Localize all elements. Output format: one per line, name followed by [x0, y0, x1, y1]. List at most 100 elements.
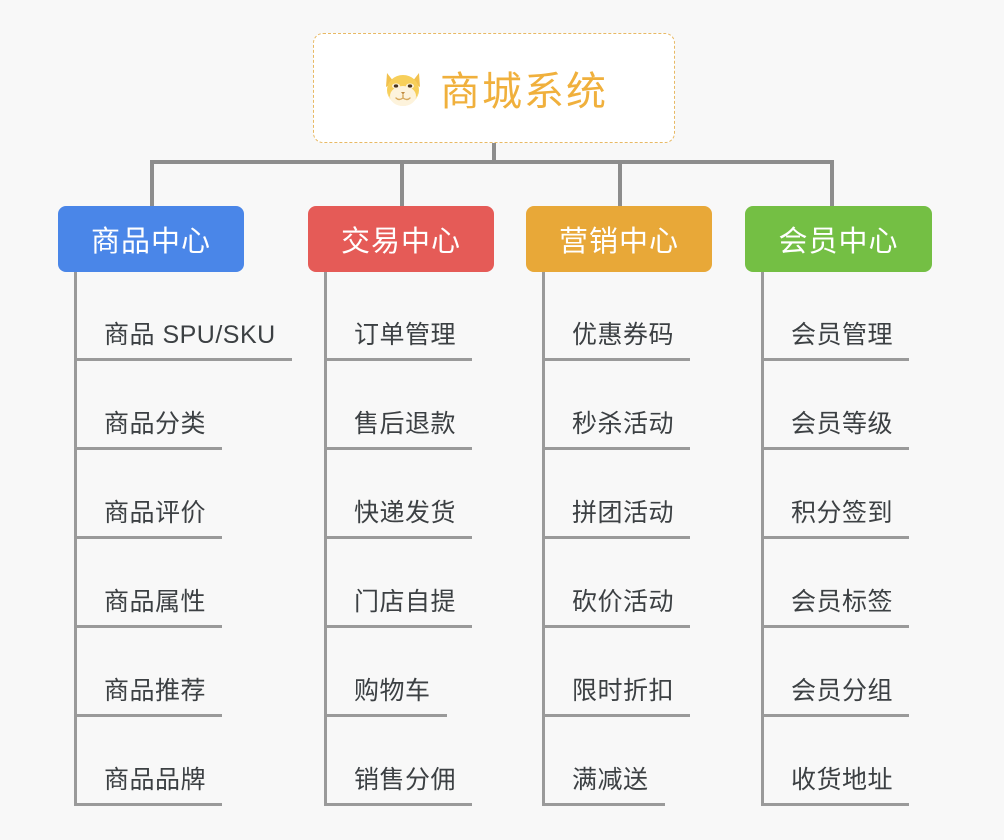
- leaf-label: 订单管理: [354, 321, 457, 349]
- list-item[interactable]: 会员分组: [745, 628, 932, 717]
- leaf-underline: [74, 447, 222, 450]
- leaf-underline: [74, 358, 292, 361]
- leaf-underline: [542, 625, 690, 628]
- leaf-underline: [542, 714, 690, 717]
- leaf-label: 快递发货: [354, 499, 457, 527]
- leaf-underline: [761, 625, 909, 628]
- list-item[interactable]: 商品 SPU/SKU: [58, 272, 292, 361]
- leaf-label: 商品分类: [104, 410, 207, 438]
- leaf-underline: [74, 803, 222, 806]
- list-item[interactable]: 会员管理: [745, 272, 932, 361]
- list-item[interactable]: 积分签到: [745, 450, 932, 539]
- leaf-underline: [74, 625, 222, 628]
- list-item[interactable]: 购物车: [308, 628, 494, 717]
- leaf-underline: [324, 625, 472, 628]
- branch-spine-1: [74, 272, 77, 806]
- leaf-underline: [542, 536, 690, 539]
- branch-items-3: 优惠券码 秒杀活动 拼团活动 砍价活动 限时折扣 满减送: [526, 272, 712, 806]
- leaf-underline: [74, 536, 222, 539]
- leaf-label: 优惠券码: [572, 321, 675, 349]
- leaf-underline: [761, 803, 909, 806]
- leaf-underline: [542, 803, 665, 806]
- branch-spine-3: [542, 272, 545, 806]
- branch-column-2: 交易中心 订单管理 售后退款 快递发货 门店自提 购物车: [308, 206, 494, 806]
- leaf-underline: [324, 358, 472, 361]
- list-item[interactable]: 门店自提: [308, 539, 494, 628]
- branch-column-1: 商品中心 商品 SPU/SKU 商品分类 商品评价 商品属性 商品推荐: [58, 206, 292, 806]
- shiba-dog-face-icon: [380, 65, 426, 111]
- list-item[interactable]: 收货地址: [745, 717, 932, 806]
- leaf-label: 积分签到: [791, 499, 894, 527]
- leaf-label: 商品 SPU/SKU: [104, 321, 276, 349]
- leaf-underline: [324, 714, 447, 717]
- leaf-underline: [761, 447, 909, 450]
- branch-header-label-3: 营销中心: [558, 226, 679, 258]
- list-item[interactable]: 砍价活动: [526, 539, 712, 628]
- branch-items-1: 商品 SPU/SKU 商品分类 商品评价 商品属性 商品推荐 商品品牌: [58, 272, 292, 806]
- leaf-underline: [542, 447, 690, 450]
- list-item[interactable]: 商品评价: [58, 450, 244, 539]
- branch-items-4: 会员管理 会员等级 积分签到 会员标签 会员分组 收货地址: [745, 272, 932, 806]
- branch-header-3[interactable]: 营销中心: [526, 206, 712, 272]
- leaf-label: 门店自提: [354, 588, 457, 616]
- leaf-underline: [761, 536, 909, 539]
- connector-drop-4: [830, 160, 834, 208]
- branch-header-4[interactable]: 会员中心: [745, 206, 932, 272]
- leaf-label: 砍价活动: [572, 588, 675, 616]
- leaf-underline: [761, 358, 909, 361]
- leaf-label: 商品评价: [104, 499, 207, 527]
- root-node[interactable]: 商城系统: [313, 33, 675, 143]
- connector-drop-3: [618, 160, 622, 208]
- leaf-underline: [324, 803, 472, 806]
- leaf-underline: [74, 714, 222, 717]
- leaf-label: 销售分佣: [354, 766, 457, 794]
- connector-drop-2: [400, 160, 404, 208]
- branch-header-label-4: 会员中心: [778, 226, 899, 258]
- list-item[interactable]: 商品推荐: [58, 628, 244, 717]
- leaf-label: 拼团活动: [572, 499, 675, 527]
- branch-header-label-1: 商品中心: [90, 226, 211, 258]
- list-item[interactable]: 商品分类: [58, 361, 244, 450]
- branch-header-1[interactable]: 商品中心: [58, 206, 244, 272]
- leaf-label: 购物车: [354, 677, 431, 705]
- leaf-label: 会员标签: [791, 588, 894, 616]
- branch-column-4: 会员中心 会员管理 会员等级 积分签到 会员标签 会员分组: [745, 206, 932, 806]
- branch-spine-4: [761, 272, 764, 806]
- list-item[interactable]: 限时折扣: [526, 628, 712, 717]
- leaf-label: 售后退款: [354, 410, 457, 438]
- leaf-label: 满减送: [572, 766, 649, 794]
- leaf-underline: [761, 714, 909, 717]
- list-item[interactable]: 秒杀活动: [526, 361, 712, 450]
- branch-header-2[interactable]: 交易中心: [308, 206, 494, 272]
- leaf-label: 收货地址: [791, 766, 894, 794]
- list-item[interactable]: 销售分佣: [308, 717, 494, 806]
- list-item[interactable]: 拼团活动: [526, 450, 712, 539]
- leaf-label: 秒杀活动: [572, 410, 675, 438]
- branch-spine-2: [324, 272, 327, 806]
- list-item[interactable]: 商品属性: [58, 539, 244, 628]
- list-item[interactable]: 快递发货: [308, 450, 494, 539]
- branch-items-2: 订单管理 售后退款 快递发货 门店自提 购物车 销售分佣: [308, 272, 494, 806]
- list-item[interactable]: 订单管理: [308, 272, 494, 361]
- list-item[interactable]: 会员等级: [745, 361, 932, 450]
- list-item[interactable]: 满减送: [526, 717, 712, 806]
- list-item[interactable]: 售后退款: [308, 361, 494, 450]
- connector-drop-1: [150, 160, 154, 208]
- list-item[interactable]: 商品品牌: [58, 717, 244, 806]
- branch-header-label-2: 交易中心: [340, 226, 461, 258]
- list-item[interactable]: 优惠券码: [526, 272, 712, 361]
- leaf-label: 会员分组: [791, 677, 894, 705]
- leaf-underline: [324, 447, 472, 450]
- leaf-label: 会员管理: [791, 321, 894, 349]
- branch-column-3: 营销中心 优惠券码 秒杀活动 拼团活动 砍价活动 限时折扣: [526, 206, 712, 806]
- leaf-label: 商品品牌: [104, 766, 207, 794]
- leaf-underline: [324, 536, 472, 539]
- connector-stem: [492, 143, 496, 163]
- leaf-label: 商品属性: [104, 588, 207, 616]
- root-title: 商城系统: [440, 70, 608, 114]
- leaf-underline: [542, 358, 690, 361]
- list-item[interactable]: 会员标签: [745, 539, 932, 628]
- connector-horizontal-bar: [150, 160, 834, 164]
- leaf-label: 会员等级: [791, 410, 894, 438]
